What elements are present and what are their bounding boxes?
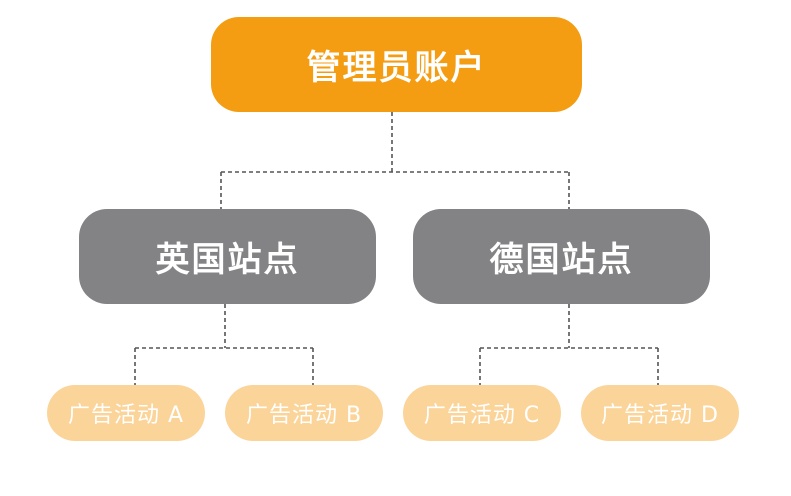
campaign-d-label: 广告活动 D: [601, 403, 719, 428]
admin-account-label: 管理员账户: [306, 48, 487, 88]
de-site-label: 德国站点: [489, 240, 634, 280]
admin-account-node: 管理员账户: [211, 17, 582, 112]
campaign-a-node: 广告活动 A: [47, 385, 205, 441]
campaign-b-label: 广告活动 B: [245, 403, 363, 428]
campaign-a-label: 广告活动 A: [67, 403, 185, 428]
campaign-b-node: 广告活动 B: [225, 385, 383, 441]
uk-site-label: 英国站点: [155, 240, 300, 280]
uk-site-node: 英国站点: [79, 209, 376, 304]
connector-uk-to-campaigns: [134, 304, 314, 385]
de-site-node: 德国站点: [413, 209, 710, 304]
campaign-c-node: 广告活动 C: [403, 385, 561, 441]
connector-root-to-sites: [220, 112, 570, 209]
campaign-c-label: 广告活动 C: [423, 403, 541, 428]
campaign-d-node: 广告活动 D: [581, 385, 739, 441]
connector-de-to-campaigns: [479, 304, 659, 385]
